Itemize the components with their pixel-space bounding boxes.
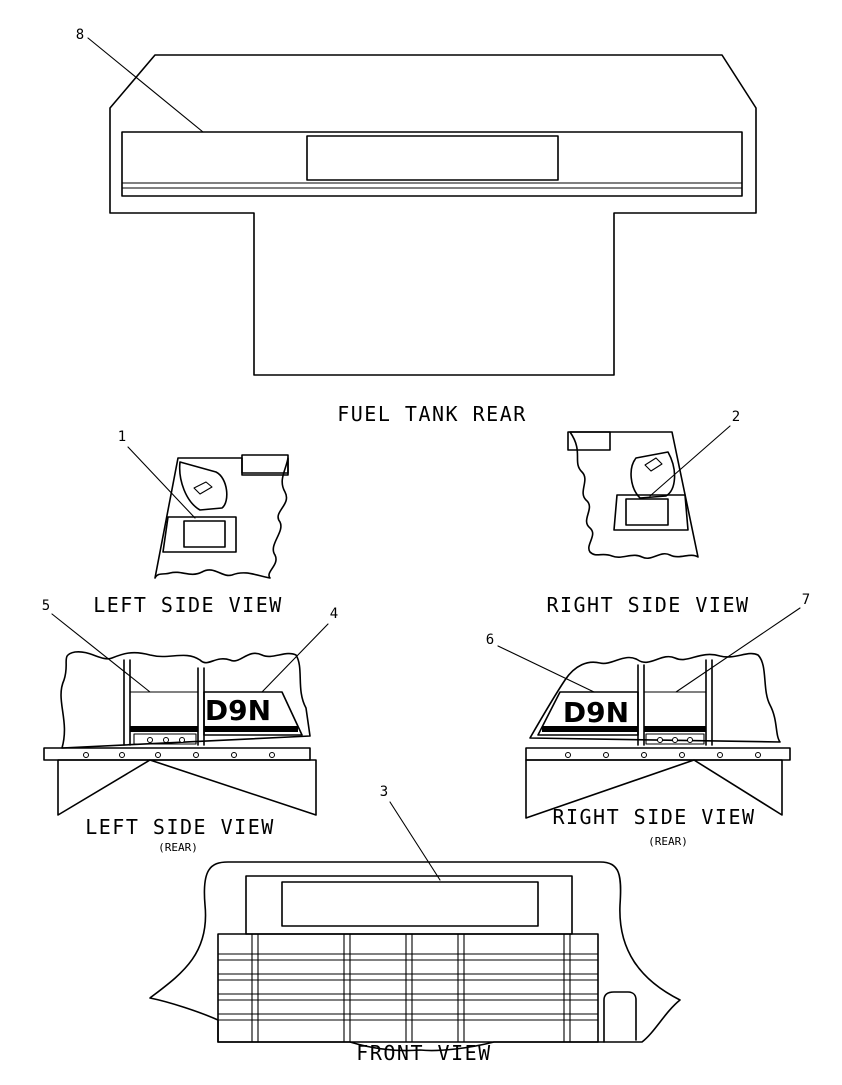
callout-2-number: 2 xyxy=(732,409,740,425)
callout-4-leader xyxy=(261,623,329,693)
right-rear-rail-bolt-5 xyxy=(717,752,723,758)
left-rear-stripe-5 xyxy=(130,726,198,732)
callout-3-number: 3 xyxy=(380,784,388,800)
right-rear-fender-outline xyxy=(529,652,781,743)
left-side-decal-area xyxy=(162,516,237,553)
right-side-upper-block xyxy=(567,431,611,451)
callout-5-leader xyxy=(51,613,151,693)
callout-2: 2 xyxy=(649,409,740,497)
left-side-view-rear: D9N LEFT SIDE VIEW (REAR) xyxy=(43,651,317,854)
front-view-grille xyxy=(217,933,599,1043)
right-rear-rail-bolt-3 xyxy=(641,752,647,758)
right-side-bracket xyxy=(630,451,676,499)
callout-5-number: 5 xyxy=(42,598,50,614)
right-rear-rail-bolt-2 xyxy=(603,752,609,758)
left-side-view-rear-subtitle: (REAR) xyxy=(158,841,198,854)
left-rear-rail-bolt-1 xyxy=(83,752,89,758)
right-rear-hinge-bolt-2 xyxy=(672,737,678,743)
fuel-tank-decal-band xyxy=(121,131,743,197)
left-rear-decal-4-stripe xyxy=(204,726,298,732)
callout-5: 5 xyxy=(42,598,151,693)
left-side-view-front-title: LEFT SIDE VIEW xyxy=(93,593,283,617)
right-rear-track-frame xyxy=(525,759,783,819)
fuel-tank-rear-view: FUEL TANK REAR xyxy=(109,54,757,426)
right-side-fender-outline xyxy=(569,431,699,559)
right-rear-hinge-bolt-3 xyxy=(687,737,693,743)
right-side-decal-2 xyxy=(625,498,669,526)
left-rear-rail-bolt-5 xyxy=(231,752,237,758)
callout-6: 6 xyxy=(486,632,595,693)
right-rear-rail-bolt-4 xyxy=(679,752,685,758)
right-rear-decal-6 xyxy=(537,691,639,736)
left-rear-rail-bolt-2 xyxy=(119,752,125,758)
fuel-tank-rear-title: FUEL TANK REAR xyxy=(337,402,527,426)
callout-7-number: 7 xyxy=(802,592,810,608)
callout-3: 3 xyxy=(380,784,441,881)
callout-8-number: 8 xyxy=(76,27,84,43)
callout-4-number: 4 xyxy=(330,606,338,622)
left-side-view-front: LEFT SIDE VIEW xyxy=(93,454,289,617)
right-rear-rail-bolt-1 xyxy=(565,752,571,758)
right-side-view-rear: D9N RIGHT SIDE VIEW (REAR) xyxy=(525,652,791,848)
left-rear-fender-outline xyxy=(60,651,311,749)
right-rear-decal-6-stripe xyxy=(542,726,638,732)
callout-8: 8 xyxy=(76,27,204,133)
left-side-fender-outline xyxy=(154,457,289,579)
callout-7-leader xyxy=(675,607,801,693)
left-rear-hinge-plate xyxy=(133,733,197,745)
fuel-tank-decal-panel xyxy=(306,135,559,181)
left-side-bracket xyxy=(178,461,228,511)
left-rear-rail-bolt-4 xyxy=(193,752,199,758)
right-rear-rail xyxy=(525,747,791,761)
right-rear-stripe-7 xyxy=(644,726,706,732)
callout-4: 4 xyxy=(261,606,338,693)
right-side-decal-area xyxy=(613,494,689,531)
callout-8-leader xyxy=(87,37,204,133)
right-rear-model-text: D9N xyxy=(563,696,629,729)
front-view-decal-3 xyxy=(281,881,539,927)
fuel-tank-outline xyxy=(109,54,757,376)
right-rear-rail-bolt-6 xyxy=(755,752,761,758)
right-side-view-front-title: RIGHT SIDE VIEW xyxy=(546,593,749,617)
callout-6-number: 6 xyxy=(486,632,494,648)
right-rear-hinge-plate xyxy=(645,733,705,745)
left-rear-track-frame xyxy=(57,759,317,816)
callout-3-leader xyxy=(389,801,441,881)
callout-2-leader xyxy=(649,425,731,497)
left-side-decal-1 xyxy=(183,520,226,548)
front-view-light-housing xyxy=(603,991,637,1043)
front-view: FRONT VIEW xyxy=(149,861,681,1065)
left-rear-model-text: D9N xyxy=(205,694,271,727)
right-side-view-rear-title: RIGHT SIDE VIEW xyxy=(552,805,755,829)
left-rear-hinge-bolt-2 xyxy=(163,737,169,743)
front-view-title: FRONT VIEW xyxy=(356,1041,491,1065)
left-rear-decal-4 xyxy=(203,691,303,736)
right-side-view-front: RIGHT SIDE VIEW xyxy=(546,431,749,617)
right-side-bracket-hole xyxy=(644,457,663,472)
right-side-view-rear-subtitle: (REAR) xyxy=(648,835,688,848)
left-rear-rail-bolt-3 xyxy=(155,752,161,758)
left-rear-hinge-bolt-1 xyxy=(147,737,153,743)
left-side-bracket-hole xyxy=(193,481,213,495)
left-rear-hinge-bolt-3 xyxy=(179,737,185,743)
left-side-view-rear-title: LEFT SIDE VIEW xyxy=(85,815,275,839)
callout-1-leader xyxy=(127,446,196,519)
left-rear-rail-bolt-6 xyxy=(269,752,275,758)
callout-6-leader xyxy=(497,645,595,693)
callout-7: 7 xyxy=(675,592,810,693)
right-rear-hinge-bolt-1 xyxy=(657,737,663,743)
front-view-outline xyxy=(149,861,681,1052)
callout-1: 1 xyxy=(118,429,196,519)
callout-1-number: 1 xyxy=(118,429,126,445)
left-side-upper-block xyxy=(241,454,289,474)
